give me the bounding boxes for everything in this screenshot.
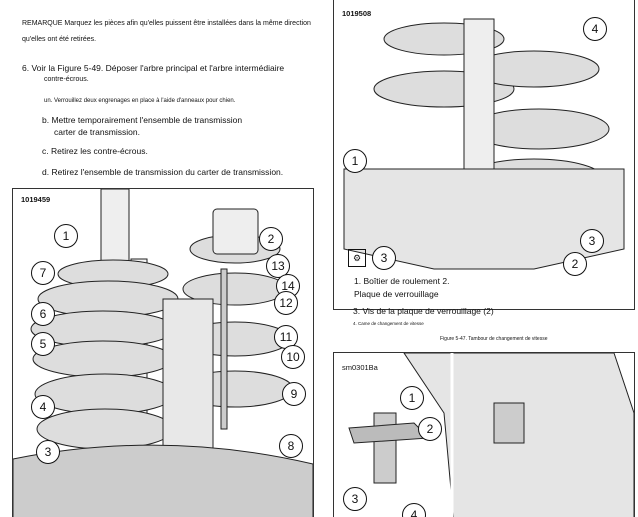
callout-1: 1 [54,224,78,248]
figure-id: 1019508 [342,9,372,18]
figure-lock-plate: sm0301Ba 1 2 3 4 [333,352,635,517]
figure-caption: Figure 5-47. Tambour de changement de vi… [440,336,548,342]
figure-shift-drum: 1019508 4 1 3 2 ⚙ 3 1. Boîtier de roulem… [333,0,635,310]
callout-2: 2 [259,227,283,251]
callout-7: 7 [31,261,55,285]
callout-3: 3 [343,487,367,511]
callout-2: 2 [418,417,442,441]
tool-icon: ⚙ [348,249,366,267]
callout-4: 4 [31,395,55,419]
callout-3: 3 [580,229,604,253]
step-6b-2: carter de transmission. [54,127,140,137]
callout-3b: 3 [372,246,396,270]
legend-item: 1. Boîtier de roulement 2. [354,276,450,286]
legend-item: 3. Vis de la plaque de verrouillage (2) [353,306,494,316]
step-6-cont: contre-écrous. [44,76,89,83]
callout-9: 9 [282,382,306,406]
legend-item: 4. Came de changement de vitesse [353,321,424,326]
figure-id: 1019459 [21,195,51,204]
callout-5: 5 [31,332,55,356]
note-line-1: REMARQUE Marquez les pièces afin qu'elle… [22,20,311,27]
callout-10: 10 [281,345,305,369]
note-line-2: qu'elles ont été retirées. [22,36,97,43]
callout-1: 1 [400,386,424,410]
callout-4: 4 [583,17,607,41]
step-6-title: 6. Voir la Figure 5-49. Déposer l'arbre … [22,63,285,73]
callout-1: 1 [343,149,367,173]
shift-drum-illustration [343,18,625,270]
step-6d: d. Retirez l'ensemble de transmission du… [42,167,284,177]
callout-12: 12 [274,291,298,315]
lock-plate-illustration [348,353,634,517]
callout-8: 8 [279,434,303,458]
callout-3: 3 [36,440,60,464]
legend-item: Plaque de verrouillage [354,289,439,299]
figure-id: sm0301Ba [342,363,378,372]
step-6c: c. Retirez les contre-écrous. [42,146,148,156]
step-6b-1: b. Mettre temporairement l'ensemble de t… [42,115,243,125]
callout-6: 6 [31,302,55,326]
transmission-illustration [13,189,313,517]
step-6a: un. Verrouillez deux engrenages en place… [44,98,236,104]
callout-2: 2 [563,252,587,276]
figure-transmission-assembly: 1019459 1 2 13 7 14 12 6 11 10 5 9 4 3 8 [12,188,314,517]
